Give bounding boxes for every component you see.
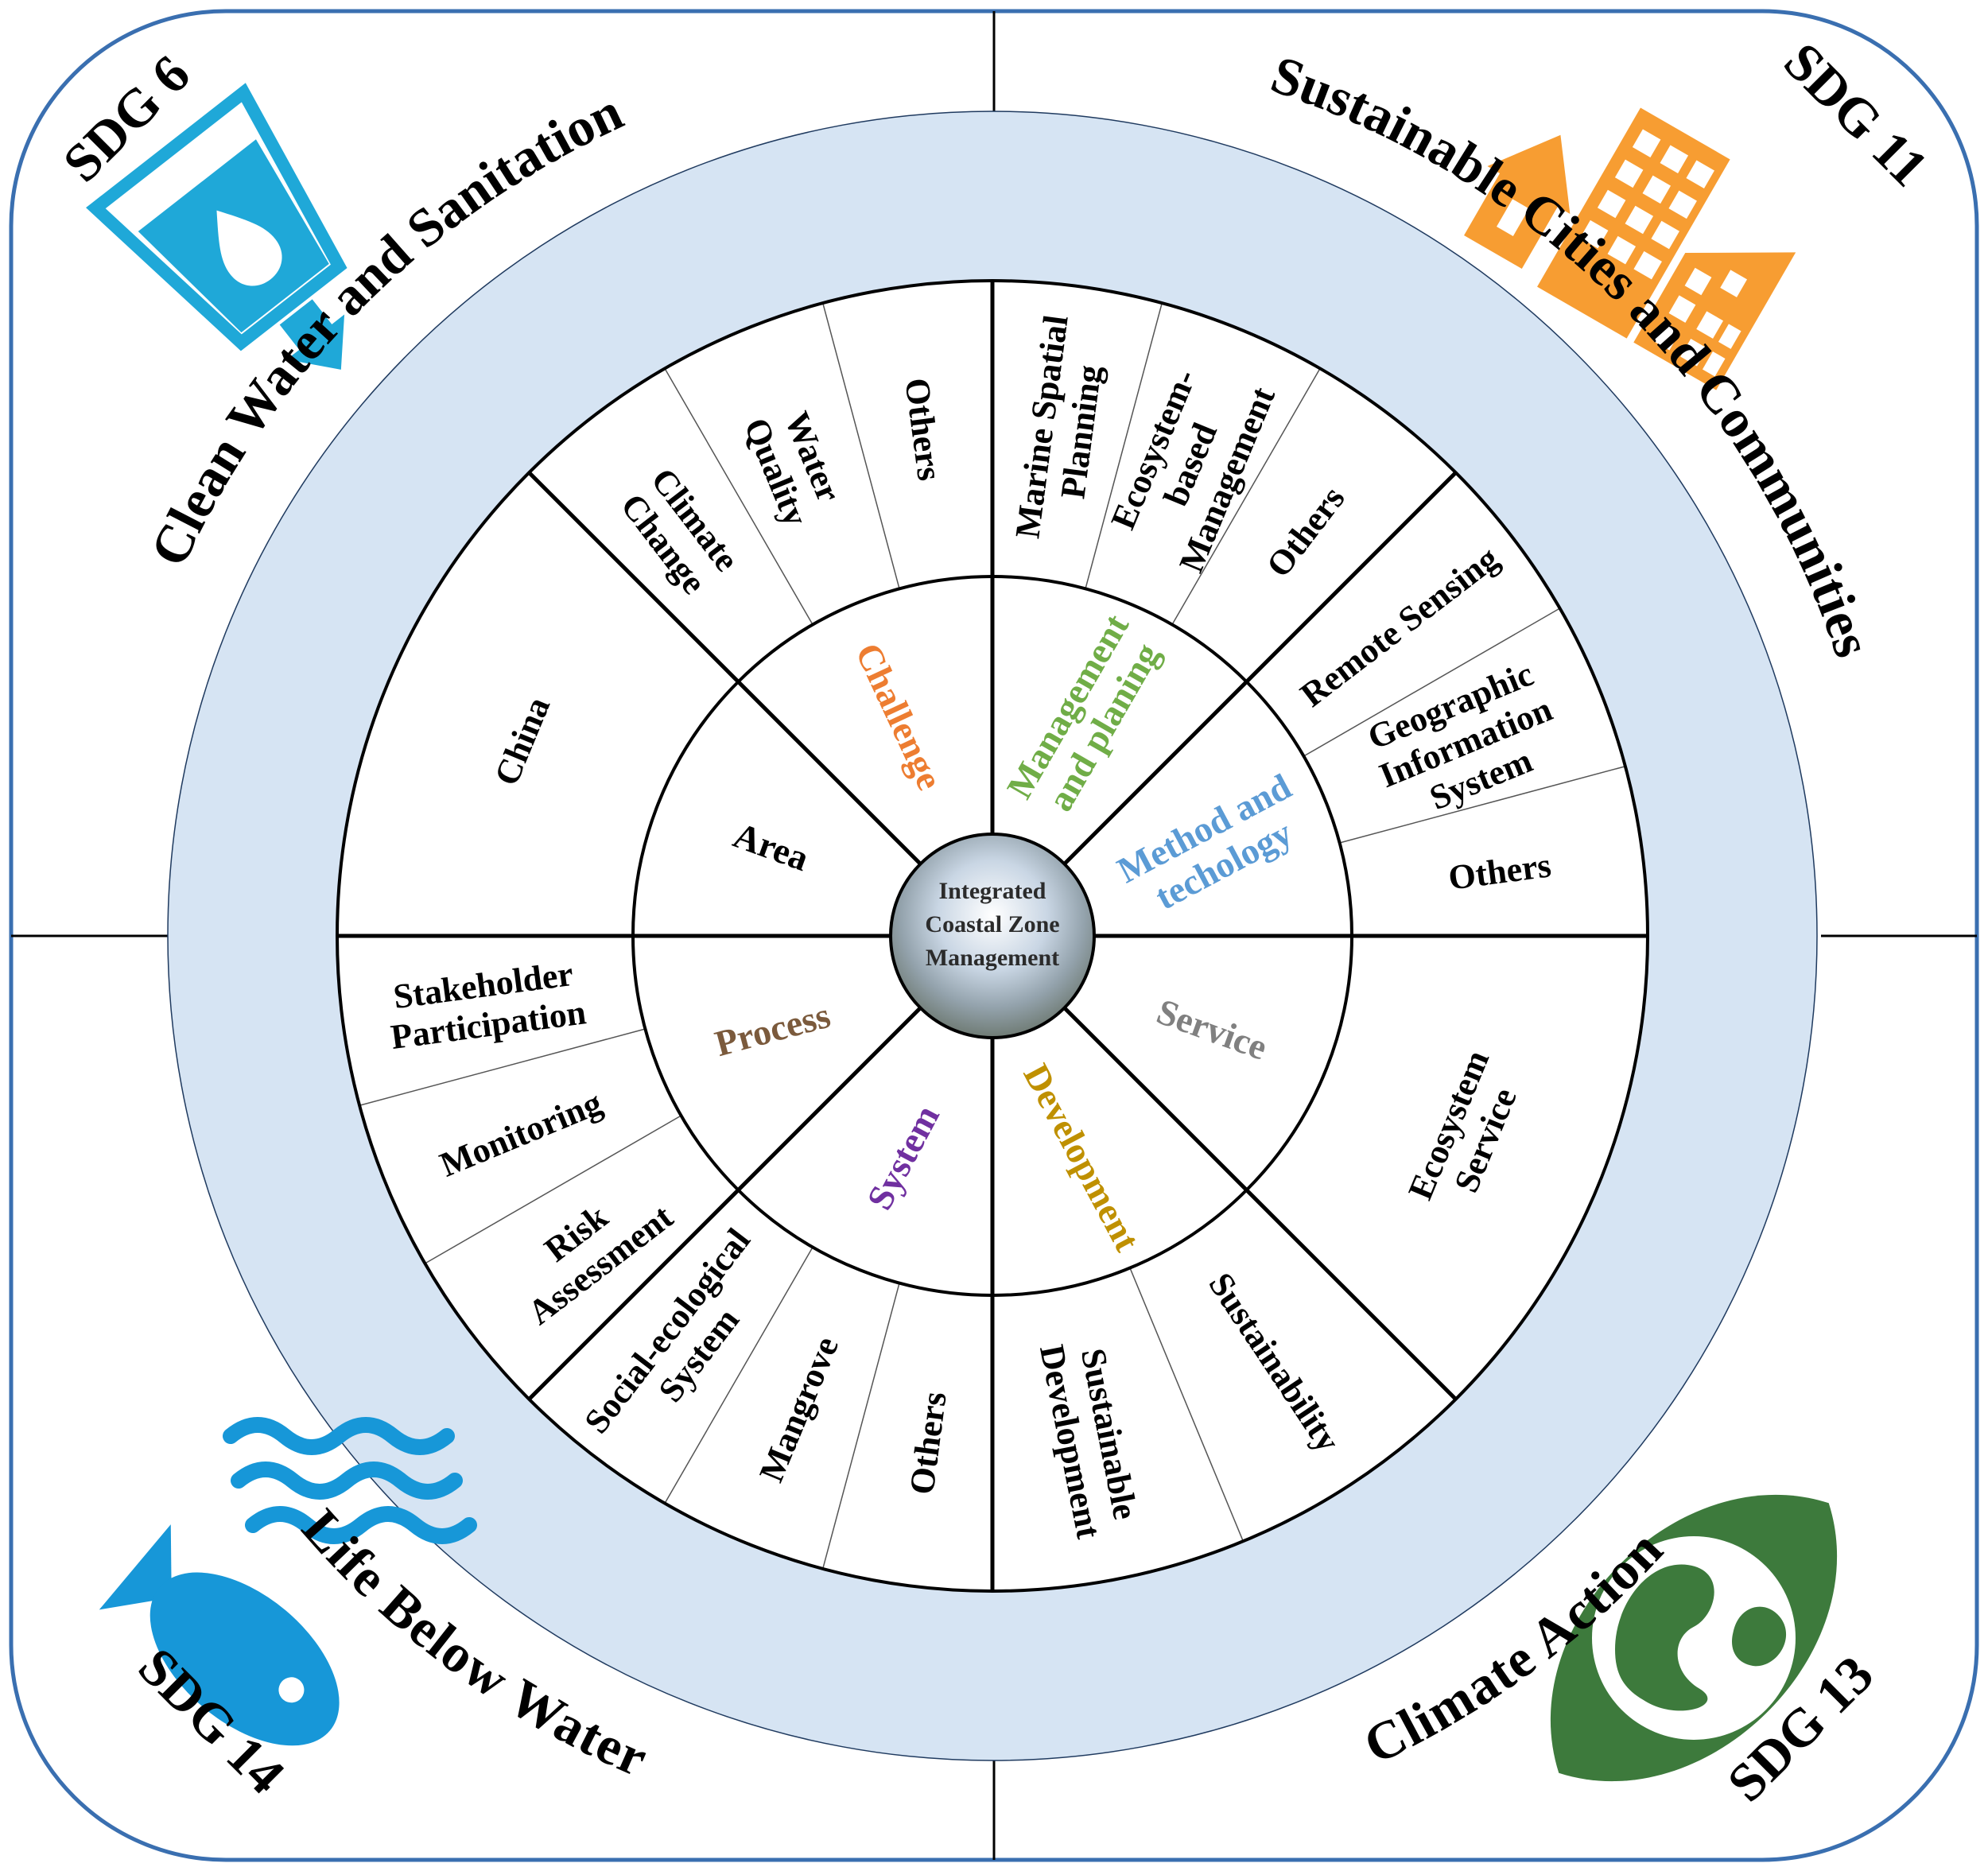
process-item-divider-1 bbox=[425, 1115, 681, 1264]
system-item-divider-1 bbox=[822, 1283, 900, 1570]
challenge-item-divider-1 bbox=[664, 368, 813, 625]
management-item-divider-1 bbox=[1085, 302, 1163, 589]
process-item-divider-2 bbox=[359, 1028, 646, 1106]
category-divider-3 bbox=[1062, 471, 1458, 866]
management-item-divider-2 bbox=[1171, 368, 1321, 625]
outer-wheel-circle bbox=[336, 279, 1649, 1593]
method-item-divider-2 bbox=[1339, 766, 1626, 844]
center-title-line3: Management bbox=[926, 945, 1059, 971]
earth-eye-icon bbox=[1550, 1494, 1838, 1782]
center-title-line1: Integrated bbox=[939, 878, 1046, 904]
category-divider-7 bbox=[527, 1006, 922, 1401]
development-item-divider-1 bbox=[1129, 1267, 1244, 1542]
category-divider-1 bbox=[527, 471, 922, 866]
center-title-line2: Coastal Zone bbox=[925, 911, 1059, 937]
challenge-item-divider-2 bbox=[822, 302, 900, 589]
city-buildings-icon bbox=[1464, 107, 1796, 390]
category-ring-circle bbox=[631, 575, 1353, 1297]
wheel-lines bbox=[337, 281, 1648, 1591]
system-item-divider-2 bbox=[664, 1247, 813, 1504]
fish-waves-icon bbox=[99, 1417, 477, 1746]
water-glass-icon bbox=[86, 83, 348, 370]
center-hub bbox=[889, 833, 1096, 1039]
category-divider-5 bbox=[1062, 1006, 1458, 1401]
method-item-divider-1 bbox=[1303, 607, 1560, 757]
